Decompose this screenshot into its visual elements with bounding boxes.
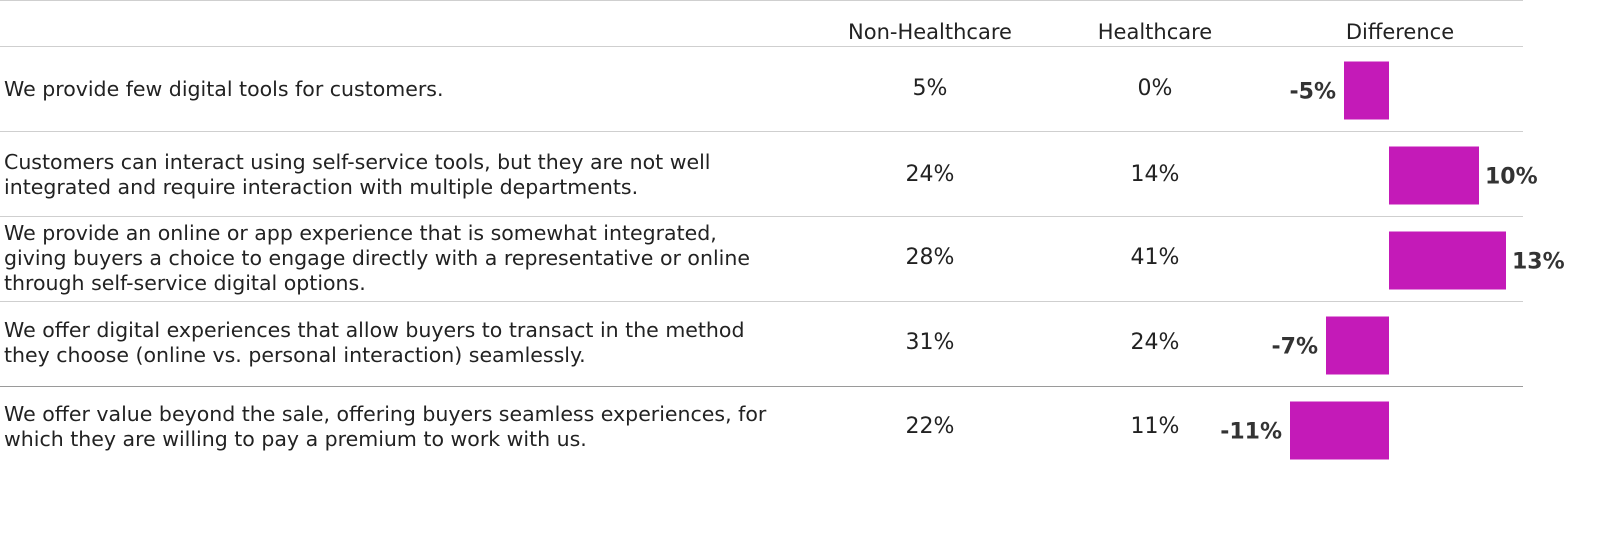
- row-label: We provide an online or app experience t…: [4, 221, 750, 295]
- healthcare-value: 11%: [1130, 414, 1180, 439]
- non-healthcare-value: 22%: [905, 414, 955, 439]
- difference-bar: [1326, 316, 1389, 375]
- difference-bar: [1389, 146, 1479, 205]
- column-header-difference: Difference: [1345, 20, 1455, 44]
- difference-label: -11%: [1220, 420, 1282, 445]
- healthcare-value: 14%: [1130, 162, 1180, 187]
- difference-label: 10%: [1485, 165, 1538, 190]
- row-divider: [0, 46, 1523, 47]
- row-label: We provide few digital tools for custome…: [4, 77, 444, 101]
- row-label: We offer value beyond the sale, offering…: [4, 402, 767, 451]
- difference-label: 13%: [1512, 250, 1565, 275]
- healthcare-value: 41%: [1130, 245, 1180, 270]
- difference-bar: [1290, 401, 1389, 460]
- row-divider: [0, 386, 1523, 387]
- column-header-non-healthcare: Non-Healthcare: [848, 20, 1012, 44]
- difference-label: -7%: [1272, 335, 1318, 360]
- row-label: Customers can interact using self-servic…: [4, 150, 711, 199]
- difference-bar: [1389, 231, 1506, 290]
- row-divider: [0, 131, 1523, 132]
- healthcare-value: 24%: [1130, 330, 1180, 355]
- column-header-healthcare: Healthcare: [1097, 20, 1213, 44]
- difference-label: -5%: [1290, 80, 1336, 105]
- non-healthcare-value: 5%: [912, 76, 948, 101]
- non-healthcare-value: 31%: [905, 330, 955, 355]
- row-divider: [0, 301, 1523, 302]
- row-label: We offer digital experiences that allow …: [4, 318, 745, 367]
- difference-bar: [1344, 61, 1389, 120]
- healthcare-value: 0%: [1137, 76, 1173, 101]
- non-healthcare-value: 24%: [905, 162, 955, 187]
- row-divider: [0, 216, 1523, 217]
- row-divider: [0, 0, 1523, 1]
- non-healthcare-value: 28%: [905, 245, 955, 270]
